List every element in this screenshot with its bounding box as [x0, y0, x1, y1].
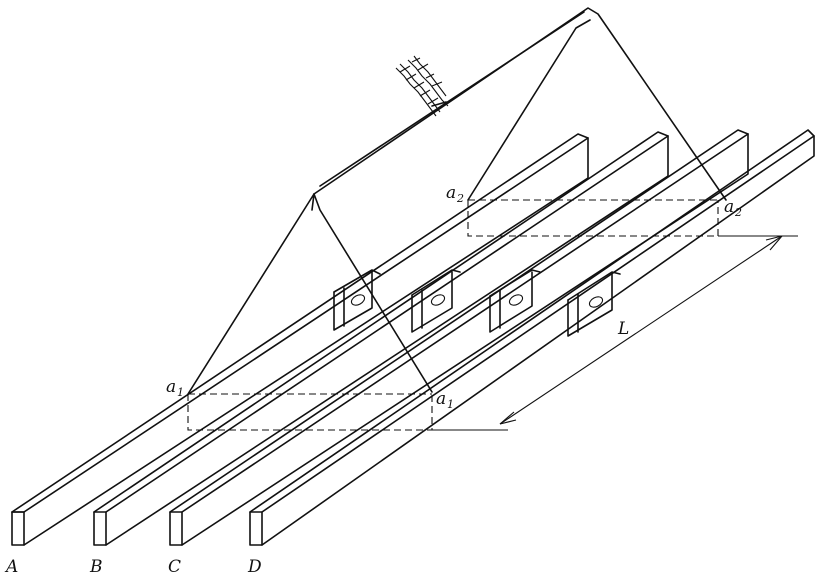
label-busbar-a: A [4, 557, 18, 575]
label-a2-right: a 2 [724, 197, 742, 219]
svg-text:a: a [724, 197, 734, 217]
busbar-c [169, 129, 749, 546]
contact-block-a [333, 269, 381, 331]
projection-a1 [187, 393, 508, 431]
label-busbar-c: C [168, 557, 181, 575]
dimension-l [499, 235, 783, 425]
busbar-b [93, 131, 669, 546]
label-a2-left: a 2 [446, 183, 464, 205]
supply-cable [395, 55, 449, 117]
contact-block-c [489, 269, 541, 333]
svg-text:2: 2 [456, 192, 464, 205]
projection-a2 [467, 199, 798, 237]
contact-block-b [411, 269, 461, 333]
svg-text:1: 1 [177, 386, 184, 399]
svg-text:1: 1 [447, 398, 454, 411]
label-busbar-b: B [89, 557, 103, 575]
label-a1-right: a 1 [436, 389, 454, 411]
svg-text:a: a [166, 377, 176, 397]
label-a1-left: a 1 [166, 377, 184, 399]
contact-block-d [567, 271, 621, 337]
svg-text:2: 2 [734, 206, 742, 219]
svg-text:a: a [436, 389, 446, 409]
label-busbar-d: D [247, 557, 262, 575]
current-collector [187, 7, 727, 395]
svg-text:a: a [446, 183, 456, 203]
busbar-a [11, 133, 589, 546]
busbar-d [249, 129, 815, 546]
label-length-l: L [617, 319, 629, 339]
